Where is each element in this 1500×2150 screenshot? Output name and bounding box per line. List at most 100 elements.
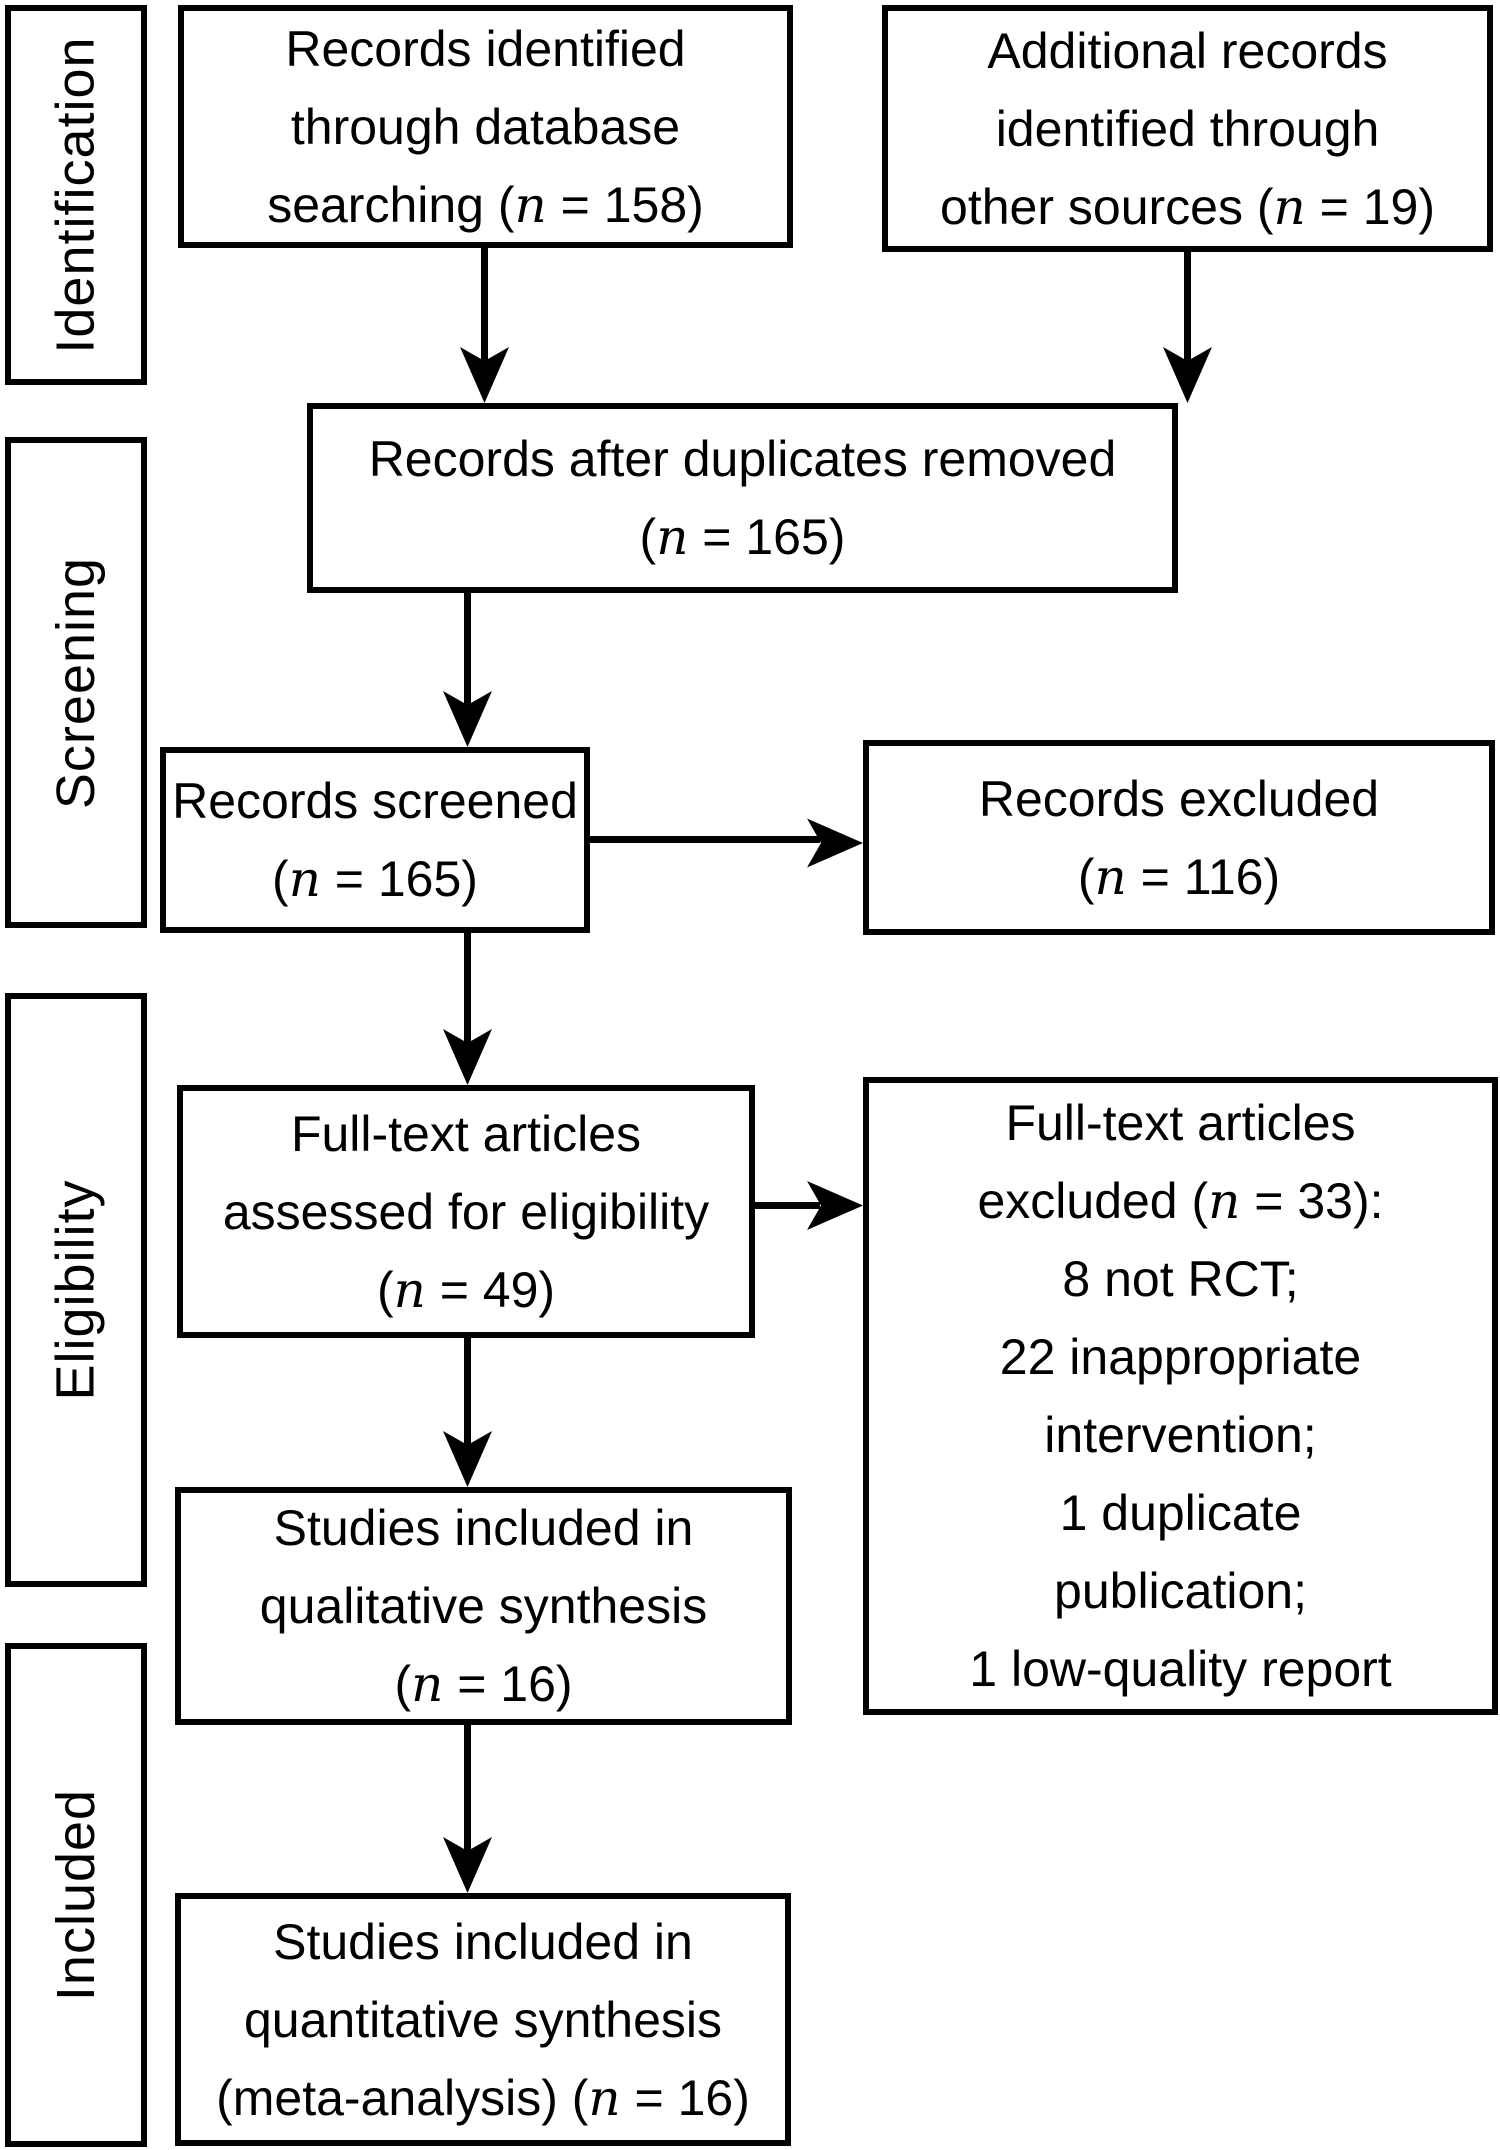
box-text-line: (n = 165)	[640, 498, 846, 576]
n-variable: n	[393, 1260, 426, 1319]
text-segment: 1 duplicate	[1059, 1485, 1302, 1541]
box-text-line: 22 inappropriate	[1000, 1318, 1361, 1396]
arrow-duplicates-to-screened	[443, 593, 492, 747]
n-variable: n	[288, 850, 321, 908]
text-segment: quantitative synthesis	[243, 1991, 723, 2048]
box-quantitative-synthesis: Studies included in quantitative synthes…	[175, 1893, 791, 2146]
box-text-line: Records identified	[285, 10, 685, 88]
stage-label-included: Included	[46, 1788, 107, 2002]
n-variable: n	[1273, 177, 1306, 236]
text-segment: identified through	[995, 100, 1380, 157]
box-text-line: through database	[291, 88, 680, 166]
text-segment: = 33):	[1240, 1173, 1384, 1229]
text-segment: Records identified	[285, 20, 686, 77]
box-text-line: searching (n = 158)	[267, 166, 704, 244]
text-segment: excluded (	[977, 1173, 1209, 1229]
text-segment: Additional records	[987, 22, 1388, 79]
stage-label-eligibility: Eligibility	[46, 1179, 107, 1401]
text-segment: (	[376, 1261, 394, 1318]
text-segment: searching (	[267, 176, 515, 233]
text-segment: Full-text articles	[1005, 1095, 1356, 1151]
box-qualitative-synthesis: Studies included in qualitative synthesi…	[175, 1487, 792, 1725]
box-fulltext-excluded: Full-text articles excluded (n = 33): 8 …	[863, 1077, 1498, 1715]
n-variable: n	[588, 2068, 621, 2127]
box-text-line: (n = 165)	[272, 840, 478, 918]
arrow-fulltext-to-qualitative	[443, 1338, 492, 1487]
text-segment: 22 inappropriate	[999, 1329, 1362, 1385]
box-text-line: quantitative synthesis	[244, 1981, 722, 2059]
n-variable: n	[656, 508, 689, 566]
text-segment: other sources (	[940, 178, 1274, 235]
box-text-line: Studies included in	[273, 1903, 693, 1981]
box-text-line: Full-text articles	[1005, 1084, 1355, 1162]
text-segment: Records screened	[172, 773, 578, 829]
stage-label-identification: Identification	[46, 36, 107, 354]
box-text-line: publication;	[1054, 1552, 1307, 1630]
text-segment: (	[394, 1656, 412, 1712]
box-text-line: 1 low-quality report	[969, 1630, 1391, 1708]
text-segment: Records excluded	[978, 770, 1380, 827]
box-text-line: (n = 49)	[377, 1251, 555, 1329]
arrow-screened-to-excluded	[590, 818, 863, 868]
box-text-line: other sources (n = 19)	[940, 168, 1435, 246]
text-segment: (	[1077, 848, 1095, 905]
text-segment: (	[639, 509, 657, 565]
arrow-identified-to-duplicates	[460, 248, 509, 403]
arrow-qualitative-to-quantitative	[443, 1725, 492, 1893]
box-text-line: 8 not RCT;	[1062, 1240, 1298, 1318]
box-text-line: Full-text articles	[291, 1095, 641, 1173]
box-text-line: 1 duplicate	[1060, 1474, 1302, 1552]
text-segment: Studies included in	[273, 1500, 694, 1556]
arrow-additional-to-duplicates	[1163, 252, 1212, 403]
text-segment: = 16)	[620, 2069, 750, 2126]
box-text-line: (n = 116)	[1078, 838, 1280, 916]
sidebar-stage-screening: Screening	[5, 437, 147, 928]
text-segment: intervention;	[1044, 1407, 1317, 1463]
text-segment: = 116)	[1126, 848, 1281, 905]
arrow-screened-to-fulltext	[443, 933, 492, 1085]
sidebar-stage-eligibility: Eligibility	[5, 993, 147, 1587]
text-segment: = 158)	[546, 176, 704, 233]
arrow-fulltext-to-fulltext-excluded	[755, 1181, 863, 1230]
text-segment: = 49)	[425, 1261, 556, 1318]
text-segment: (meta-analysis) (	[216, 2069, 589, 2126]
text-segment: 8 not RCT;	[1062, 1251, 1299, 1307]
box-additional-records: Additional records identified through ot…	[882, 5, 1493, 252]
box-duplicates-removed: Records after duplicates removed (n = 16…	[307, 403, 1178, 593]
box-records-excluded: Records excluded (n = 116)	[863, 740, 1495, 935]
text-segment: assessed for eligibility	[222, 1183, 710, 1240]
text-segment: qualitative synthesis	[259, 1578, 708, 1634]
text-segment: 1 low-quality report	[969, 1641, 1392, 1697]
text-segment: Full-text articles	[290, 1105, 642, 1162]
box-text-line: excluded (n = 33):	[977, 1162, 1383, 1240]
box-text-line: Studies included in	[274, 1489, 694, 1567]
sidebar-stage-identification: Identification	[5, 5, 147, 385]
stage-label-screening: Screening	[46, 556, 107, 809]
text-segment: Records after duplicates removed	[368, 431, 1117, 487]
text-segment: = 165)	[320, 851, 478, 907]
text-segment: = 165)	[688, 509, 846, 565]
box-text-line: identified through	[996, 90, 1380, 168]
box-text-line: (n = 16)	[394, 1645, 572, 1723]
box-text-line: Records excluded	[979, 760, 1379, 838]
box-text-line: qualitative synthesis	[260, 1567, 707, 1645]
box-text-line: Records screened	[172, 762, 578, 840]
n-variable: n	[1208, 1172, 1241, 1230]
n-variable: n	[1094, 847, 1127, 906]
box-fulltext-assessed: Full-text articles assessed for eligibil…	[177, 1085, 755, 1338]
text-segment: through database	[290, 98, 681, 155]
sidebar-stage-included: Included	[5, 1643, 147, 2147]
box-records-screened: Records screened (n = 165)	[160, 747, 590, 933]
n-variable: n	[514, 175, 547, 234]
box-text-line: (meta-analysis) (n = 16)	[216, 2059, 750, 2137]
box-text-line: Records after duplicates removed	[369, 420, 1117, 498]
text-segment: = 19)	[1305, 178, 1435, 235]
box-text-line: Additional records	[987, 12, 1387, 90]
box-records-identified: Records identified through database sear…	[178, 5, 793, 248]
text-segment: = 16)	[443, 1656, 573, 1712]
text-segment: publication;	[1054, 1563, 1307, 1619]
text-segment: Studies included in	[273, 1913, 693, 1970]
box-text-line: assessed for eligibility	[223, 1173, 709, 1251]
